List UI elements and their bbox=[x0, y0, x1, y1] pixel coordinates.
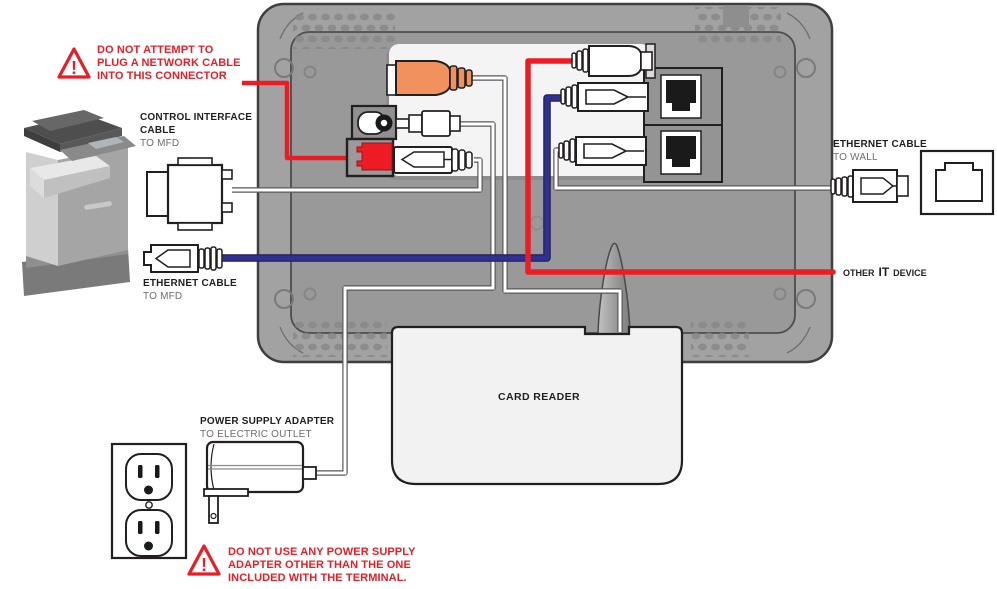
screw-hole bbox=[274, 289, 294, 309]
speaker-holes bbox=[293, 317, 387, 357]
svg-text:TO WALL: TO WALL bbox=[833, 152, 878, 163]
control-interface-port bbox=[345, 137, 395, 178]
dc-power-plug bbox=[395, 110, 461, 137]
corner-crease bbox=[786, 12, 811, 40]
adapter-cable-tip bbox=[302, 466, 317, 480]
mfd-screen bbox=[88, 137, 124, 149]
card-reader-label: CARD READER bbox=[498, 391, 580, 403]
ethernet-wall-label: ETHERNET CABLE TO WALL bbox=[833, 139, 927, 163]
terminal-ethernet-jacks bbox=[643, 67, 723, 183]
speaker-holes bbox=[691, 319, 749, 357]
ethernet-wall-cable bbox=[553, 147, 831, 191]
exclamation-mark: ! bbox=[201, 555, 207, 575]
warning-triangle-power: ! bbox=[187, 544, 221, 576]
power-cable bbox=[316, 121, 496, 476]
screw-hole bbox=[274, 58, 294, 78]
ethernet-mfd-cable bbox=[222, 94, 562, 262]
svg-text:TO MFD: TO MFD bbox=[143, 291, 182, 302]
warning-pointer-line bbox=[242, 80, 354, 161]
corner-crease bbox=[786, 326, 811, 354]
electric-outlet bbox=[110, 442, 188, 560]
ethernet-wall-plug-terminal bbox=[558, 136, 647, 166]
screw-hole bbox=[773, 65, 787, 79]
control-interface-cable bbox=[232, 157, 483, 193]
warning-triangle-network: ! bbox=[57, 47, 91, 79]
warning-power-text: DO NOT USE ANY POWER SUPPLY ADAPTER OTHE… bbox=[228, 546, 416, 584]
svg-text:ETHERNET CABLE: ETHERNET CABLE bbox=[833, 139, 927, 150]
ethernet-mfd-plug-terminal bbox=[560, 82, 649, 112]
svg-text:TO MFD: TO MFD bbox=[140, 138, 179, 149]
screw-hole bbox=[303, 287, 317, 301]
red-connector bbox=[356, 142, 393, 171]
plug-prong bbox=[208, 495, 219, 524]
control-interface-plug bbox=[393, 146, 473, 174]
control-cable-mfd-connector bbox=[146, 157, 233, 231]
outlet-screw bbox=[145, 501, 153, 509]
power-adapter-label: POWER SUPPLY ADAPTER TO ELECTRIC OUTLET bbox=[200, 416, 335, 440]
screw-hole bbox=[773, 287, 787, 301]
ethernet-mfd-label: ETHERNET CABLE TO MFD bbox=[143, 278, 237, 302]
mfd-logo bbox=[84, 201, 112, 210]
dc-power-jack bbox=[350, 104, 398, 141]
housing-button bbox=[723, 5, 749, 27]
screw-hole bbox=[796, 58, 816, 78]
svg-text:DO NOT USE ANY POWER SUPPLY: DO NOT USE ANY POWER SUPPLY bbox=[228, 546, 416, 558]
power-supply-adapter bbox=[203, 440, 317, 524]
control-interface-label: CONTROL INTERFACE CABLE TO MFD bbox=[140, 112, 252, 149]
screw-hole bbox=[303, 65, 317, 79]
svg-text:CONTROL INTERFACE: CONTROL INTERFACE bbox=[140, 112, 252, 123]
rj45-socket-opening bbox=[666, 80, 696, 111]
svg-text:TO ELECTRIC OUTLET: TO ELECTRIC OUTLET bbox=[200, 429, 312, 440]
other-it-device-cable bbox=[525, 58, 836, 275]
card-reader bbox=[390, 325, 684, 486]
ethernet-wall-plug-end bbox=[830, 169, 909, 203]
speaker-holes bbox=[293, 9, 395, 49]
warning-network-text: DO NOT ATTEMPT TO PLUG A NETWORK CABLE I… bbox=[97, 44, 241, 82]
svg-text:POWER SUPPLY ADAPTER: POWER SUPPLY ADAPTER bbox=[200, 416, 335, 427]
svg-text:INCLUDED WITH THE TERMINAL.: INCLUDED WITH THE TERMINAL. bbox=[228, 572, 407, 584]
svg-text:INTO THIS CONNECTOR: INTO THIS CONNECTOR bbox=[97, 70, 227, 82]
orange-connector bbox=[386, 60, 473, 96]
svg-text:ETHERNET CABLE: ETHERNET CABLE bbox=[143, 278, 237, 289]
svg-text:ADAPTER OTHER THAN THE ONE: ADAPTER OTHER THAN THE ONE bbox=[228, 559, 411, 571]
svg-text:PLUG A NETWORK CABLE: PLUG A NETWORK CABLE bbox=[97, 57, 241, 69]
svg-text:CABLE: CABLE bbox=[140, 125, 176, 136]
screw-hole bbox=[796, 289, 816, 309]
mfd-printer bbox=[22, 110, 136, 296]
other-it-device-plug bbox=[571, 43, 656, 79]
exclamation-mark: ! bbox=[71, 58, 77, 78]
svg-text:DO NOT ATTEMPT TO: DO NOT ATTEMPT TO bbox=[97, 44, 214, 56]
wall-ethernet-jack bbox=[919, 149, 995, 216]
rj45-socket-opening bbox=[666, 136, 696, 167]
card-reader-cable bbox=[471, 75, 623, 332]
ethernet-mfd-plug-end bbox=[143, 244, 223, 273]
